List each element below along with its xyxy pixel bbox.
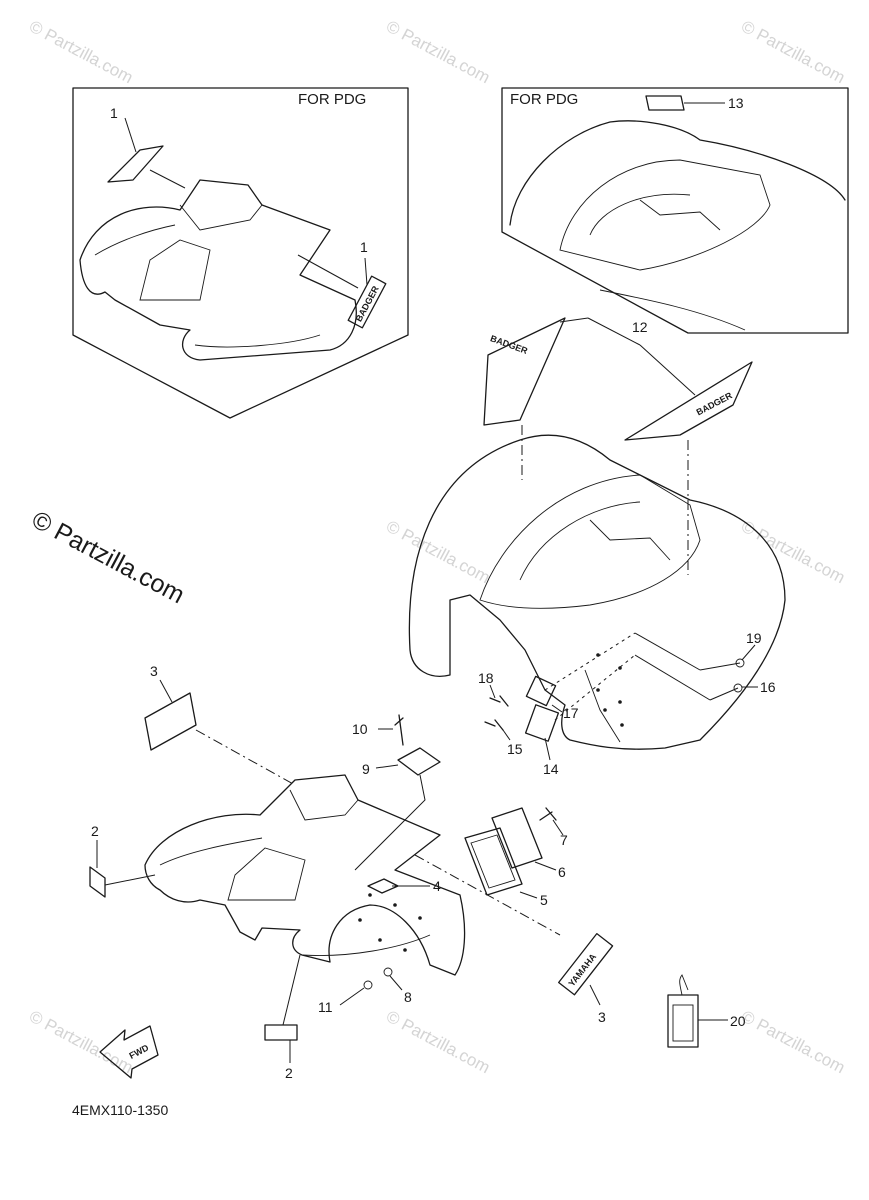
tag-20-card (667, 994, 699, 1048)
nut-16 (733, 683, 743, 693)
decal-12-left (483, 317, 566, 426)
decal-13 (645, 95, 685, 111)
bolt-18 (489, 695, 509, 707)
callout-11: 11 (318, 999, 333, 1015)
callout-13: 13 (728, 95, 744, 111)
callout-2: 2 (285, 1065, 293, 1081)
callout-5: 5 (540, 892, 548, 908)
plate-9 (397, 747, 441, 776)
callout-4: 4 (433, 878, 441, 894)
decal-1-upper (107, 145, 164, 183)
fwd-arrow-icon (99, 1025, 159, 1079)
plate-17 (525, 675, 557, 707)
watermarks: © Partzilla.com © Partzilla.com © Partzi… (26, 17, 848, 1078)
decal-2-left (89, 866, 106, 898)
watermark: © Partzilla.com (738, 1007, 848, 1078)
callout-7: 7 (560, 832, 568, 848)
callout-3: 3 (150, 663, 158, 679)
inset-label-rear: FOR PDG (510, 91, 578, 108)
watermark-large: © Partzilla.com (27, 506, 189, 610)
callout-10: 10 (352, 721, 368, 737)
nut-11 (363, 980, 373, 990)
nut-8 (383, 967, 393, 977)
inset-label-front: FOR PDG (298, 91, 366, 108)
badger-text: BADGER (489, 333, 530, 356)
plate-frame-5 (464, 827, 523, 896)
callout-18: 18 (478, 670, 494, 686)
fwd-text: FWD (128, 1042, 151, 1061)
callout-8: 8 (404, 989, 412, 1005)
watermark: © Partzilla.com (383, 1007, 493, 1078)
callout-17: 17 (563, 705, 579, 721)
callout-16: 16 (760, 679, 776, 695)
bolt-10 (394, 714, 404, 746)
rear-pdg-inset: FOR PDG 13 (501, 87, 849, 334)
decal-3-upper (144, 692, 197, 751)
callout-15: 15 (507, 741, 523, 757)
front-fender (144, 774, 466, 976)
callout-3: 3 (598, 1009, 606, 1025)
decal-12-set: BADGER BADGER 12 (483, 317, 753, 575)
rear-plate-hardware: 19 16 18 17 15 14 (478, 630, 776, 777)
callout-20: 20 (730, 1013, 746, 1029)
nut-19 (735, 658, 745, 668)
callout-2: 2 (91, 823, 99, 839)
decal-2-lower (264, 1024, 298, 1041)
callout-12: 12 (632, 319, 648, 335)
decal-12-right (624, 361, 753, 441)
front-fender-parts: 3 2 2 4 YAMAHA 3 5 6 7 (89, 663, 614, 1081)
diagram-code: 4EMX110-1350 (72, 1102, 168, 1118)
callout-14: 14 (543, 761, 559, 777)
decal-3-yamaha: YAMAHA (558, 932, 614, 996)
watermark: © Partzilla.com (383, 17, 493, 88)
plate-14 (524, 704, 560, 742)
watermark: © Partzilla.com (383, 517, 493, 588)
watermark: © Partzilla.com (26, 17, 136, 88)
callout-19: 19 (746, 630, 762, 646)
bolt-7 (539, 807, 557, 821)
watermark: © Partzilla.com (26, 1007, 136, 1078)
watermark: © Partzilla.com (738, 517, 848, 588)
tag-20: 20 (667, 974, 746, 1048)
watermark: © Partzilla.com (738, 17, 848, 88)
rear-fender (408, 434, 786, 750)
front-pdg-inset: FOR PDG BADGER 1 1 (72, 87, 409, 419)
callout-6: 6 (558, 864, 566, 880)
plate-6 (491, 807, 543, 869)
callout-9: 9 (362, 761, 370, 777)
bolt-15 (484, 719, 504, 731)
callout-1: 1 (360, 239, 368, 255)
callout-1: 1 (110, 105, 118, 121)
